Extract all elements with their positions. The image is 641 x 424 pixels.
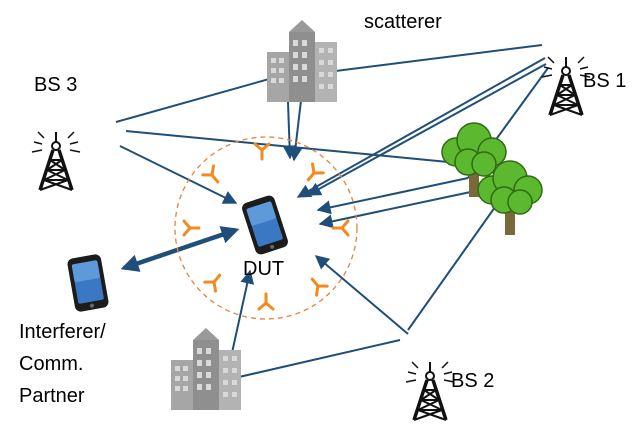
link-bs3-scatterer (115, 73, 288, 123)
interferer-link (120, 226, 240, 272)
tower-icon (404, 360, 456, 422)
link-bs1-scatterer (303, 44, 543, 76)
probe-ring (174, 136, 358, 320)
link-bs2-dut (314, 255, 409, 335)
interferer-label-line3: Partner (19, 385, 85, 407)
link-bs3-tree (125, 130, 449, 163)
building-icon (267, 20, 337, 102)
link-bs2-building (225, 339, 401, 381)
dut-label: DUT (243, 258, 285, 280)
bs1-label: BS 1 (583, 70, 627, 92)
link-tree-dut (316, 177, 469, 215)
tree-icon (440, 121, 544, 237)
scatterer-label: scatterer (364, 11, 442, 33)
link-bs1-dut-2 (306, 63, 547, 196)
phone-icon (240, 194, 290, 256)
propagation-links (115, 44, 549, 381)
link-bs3-dut (119, 145, 238, 204)
interferer-label: Interferer/ Comm. Partner (19, 316, 106, 412)
interferer-label-line2: Comm. (19, 353, 84, 375)
interferer-label-line1: Interferer/ (19, 321, 106, 343)
phone-icon (66, 253, 110, 313)
tower-icon (30, 130, 82, 192)
bs3-label: BS 3 (34, 74, 78, 96)
link-bs1-dut-direct (296, 57, 546, 198)
building-icon (171, 328, 241, 410)
link-bs2-tree (407, 199, 501, 331)
link-tree-dut-2 (318, 189, 481, 229)
bs2-label: BS 2 (451, 370, 495, 392)
